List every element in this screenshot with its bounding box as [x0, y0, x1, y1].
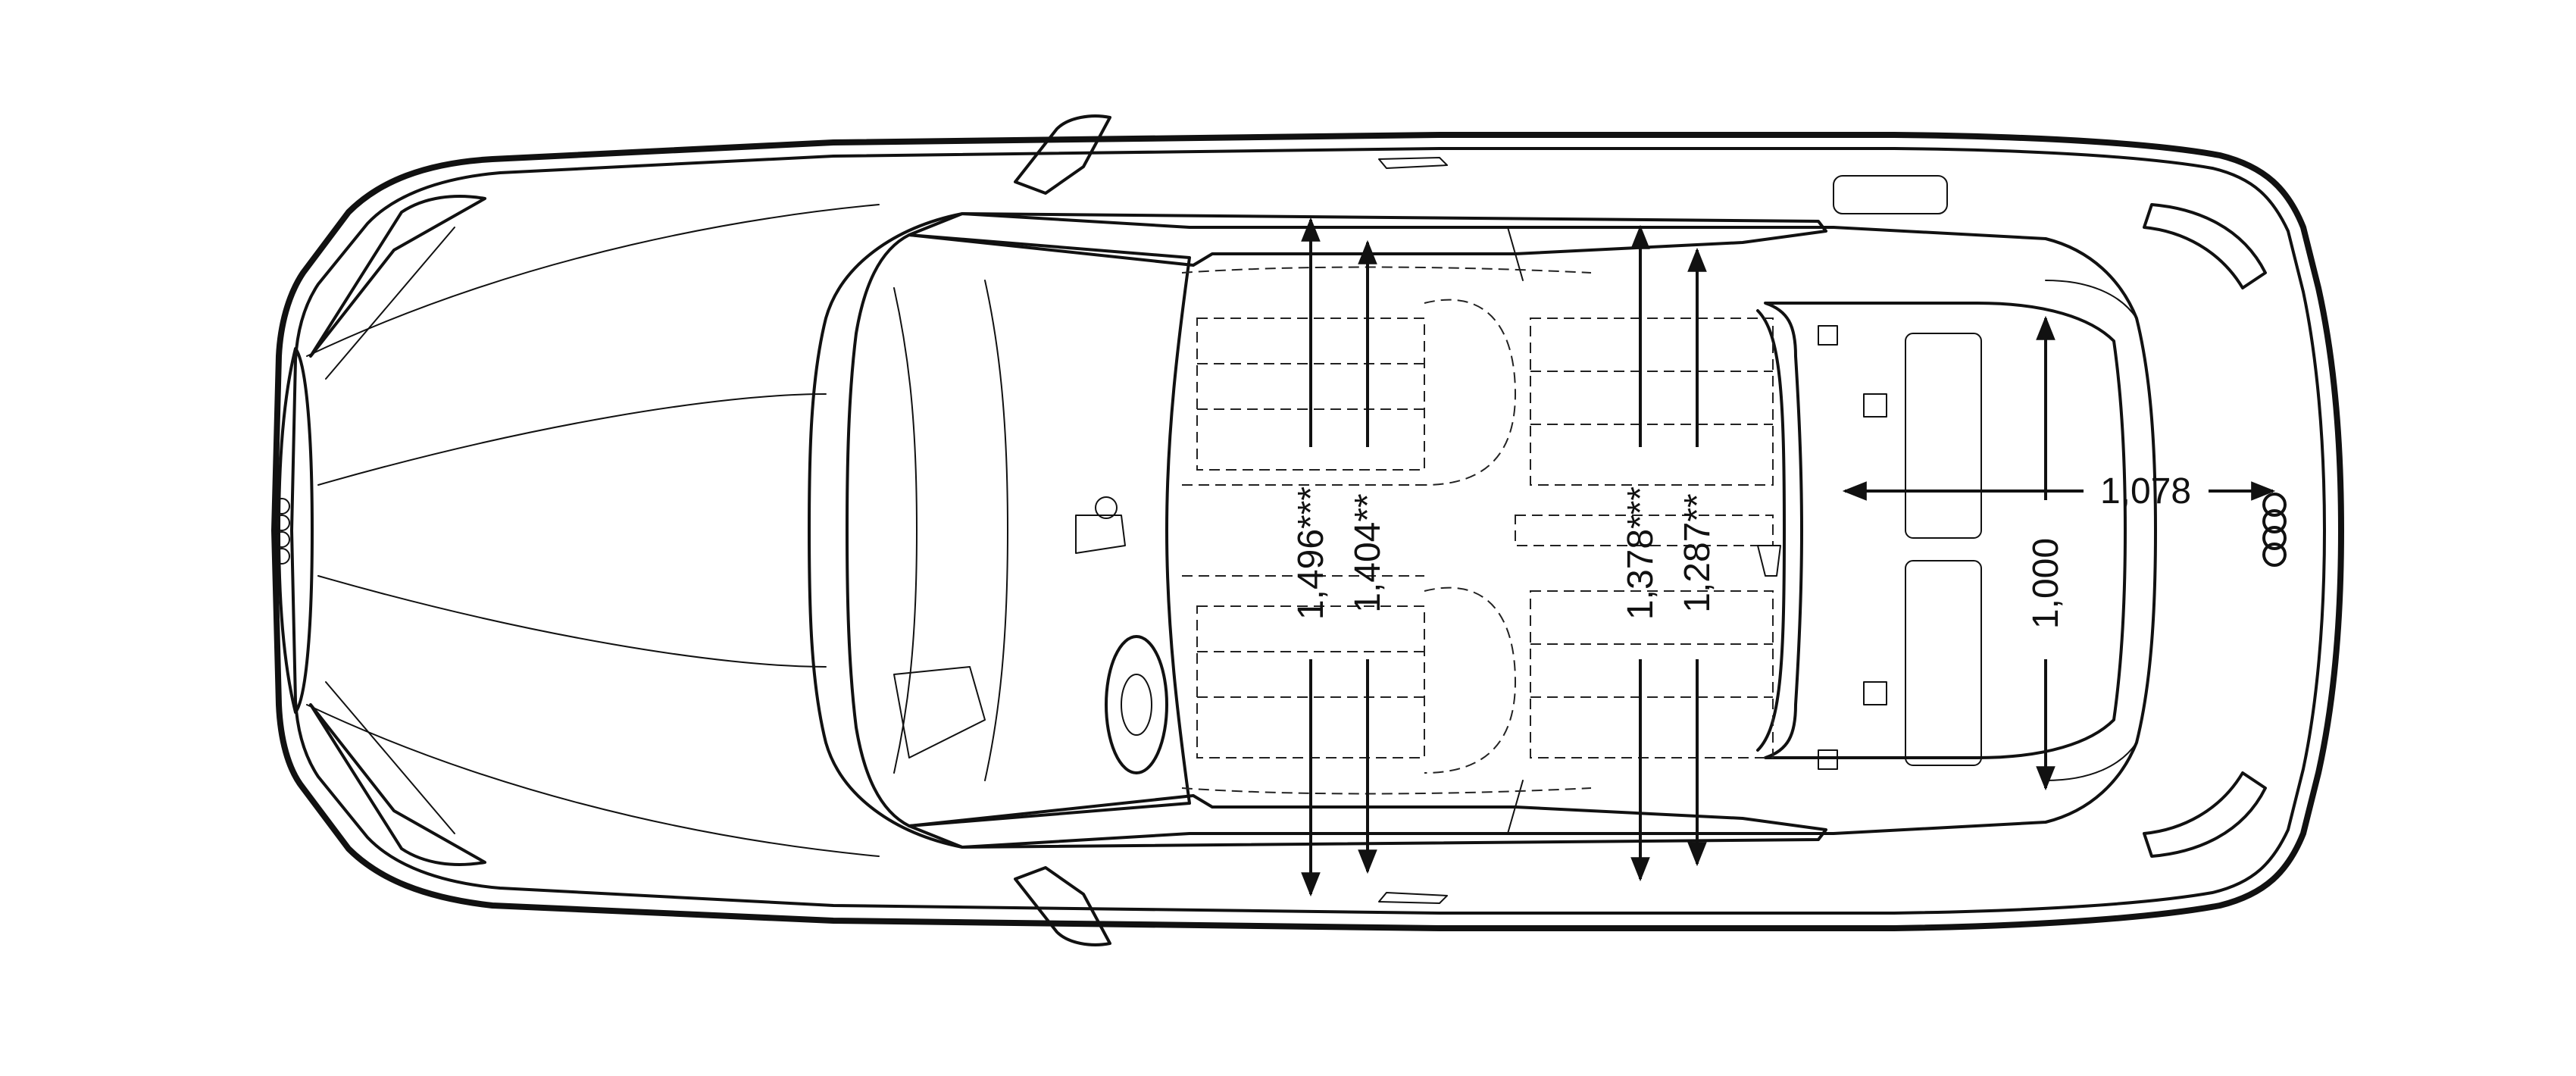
interior — [893, 266, 1781, 795]
seats — [1181, 266, 1774, 795]
dim-label-rear-shoulder: 1,378*** — [1621, 486, 1661, 620]
dim-label-front-shoulder: 1,496*** — [1291, 486, 1331, 620]
rear-badge — [2262, 493, 2287, 567]
steering-wheel — [1105, 635, 1168, 774]
car-body — [271, 114, 2344, 946]
dim-label-front-elbow: 1,404** — [1348, 493, 1388, 612]
cabin — [808, 212, 2157, 849]
dimension-labels: 1,496*** 1,404** 1,378*** 1,287** 1,000 … — [1291, 471, 2191, 629]
dim-label-rear-elbow: 1,287** — [1677, 493, 1718, 612]
dim-label-trunk-length: 1,078 — [2100, 471, 2191, 511]
dim-label-trunk-width: 1,000 — [2026, 538, 2066, 629]
dimension-lines — [1301, 217, 2276, 897]
